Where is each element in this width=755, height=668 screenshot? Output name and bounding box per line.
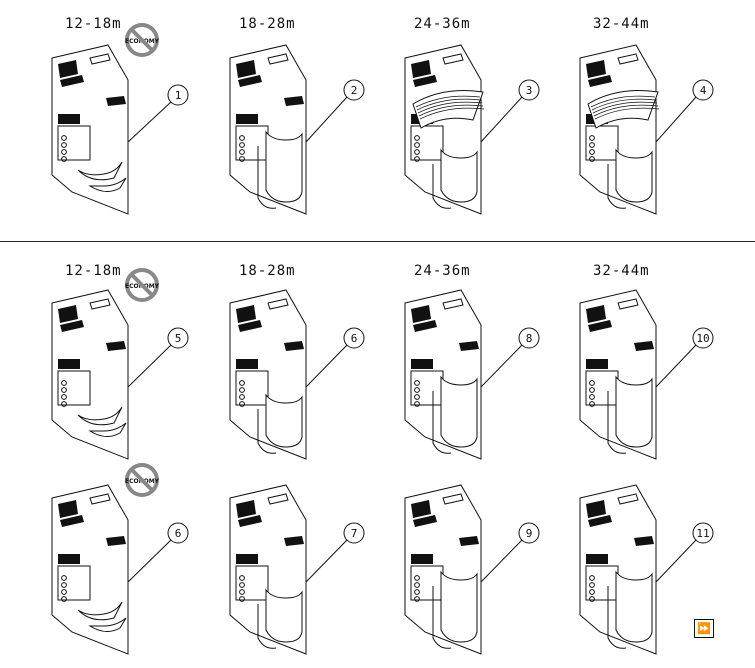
callout-circle xyxy=(343,522,365,544)
callout-number: 5 xyxy=(175,332,182,345)
seat-box-12: 11 xyxy=(579,484,714,655)
callout-circle xyxy=(343,79,365,101)
callout-circle xyxy=(518,327,540,349)
range-label-top-3: 24-36m xyxy=(414,16,471,32)
seat-box-6: 6 xyxy=(229,289,365,460)
callout-number: 6 xyxy=(351,332,358,345)
range-label-top-4: 32-44m xyxy=(593,16,650,32)
seat-box-11: 9 xyxy=(404,484,540,655)
seat-box-10: 7 xyxy=(229,484,365,655)
callout-circle xyxy=(518,522,540,544)
callout-number: 3 xyxy=(526,84,533,97)
callout-number: 9 xyxy=(526,527,533,540)
range-label-bottom-4: 32-44m xyxy=(593,263,650,279)
range-label-bottom-2: 18-28m xyxy=(239,263,296,279)
callout-number: 4 xyxy=(700,84,707,97)
callout-number: 7 xyxy=(351,527,358,540)
callout-circle xyxy=(692,522,714,544)
seat-box-7: 8 xyxy=(404,289,540,460)
prohibited-icon: ECONOMY xyxy=(125,23,160,57)
callout-circle xyxy=(167,522,189,544)
callout-circle xyxy=(343,327,365,349)
prohibited-icon: ECONOMY xyxy=(125,463,160,497)
next-page-button[interactable]: ⏩ xyxy=(694,619,714,638)
callout-number: 8 xyxy=(526,332,533,345)
seat-box-1: 1 ECONOMY xyxy=(51,23,189,215)
range-label-top-2: 18-28m xyxy=(239,16,296,32)
fast-forward-icon: ⏩ xyxy=(697,622,711,635)
callout-number: 1 xyxy=(175,89,182,102)
section-divider xyxy=(0,241,755,242)
range-label-top-1: 12-18m xyxy=(65,16,122,32)
callout-number: 2 xyxy=(351,84,358,97)
seat-box-3: 3 xyxy=(404,44,540,215)
callout-circle xyxy=(692,79,714,101)
callout-number: 11 xyxy=(696,527,709,540)
range-label-bottom-3: 24-36m xyxy=(414,263,471,279)
callout-number: 10 xyxy=(696,332,709,345)
seat-box-5: 5 ECONOMY xyxy=(51,268,189,460)
callout-circle xyxy=(518,79,540,101)
prohibited-icon: ECONOMY xyxy=(125,268,160,302)
range-label-bottom-1: 12-18m xyxy=(65,263,122,279)
callout-circle xyxy=(167,84,189,106)
seat-box-9: 6 ECONOMY xyxy=(51,463,189,655)
callout-number: 6 xyxy=(175,527,182,540)
seat-box-8: 10 xyxy=(579,289,714,460)
callout-circle xyxy=(167,327,189,349)
seat-box-2: 2 xyxy=(229,44,365,215)
seat-box-4: 4 xyxy=(579,44,714,215)
callout-circle xyxy=(692,327,714,349)
